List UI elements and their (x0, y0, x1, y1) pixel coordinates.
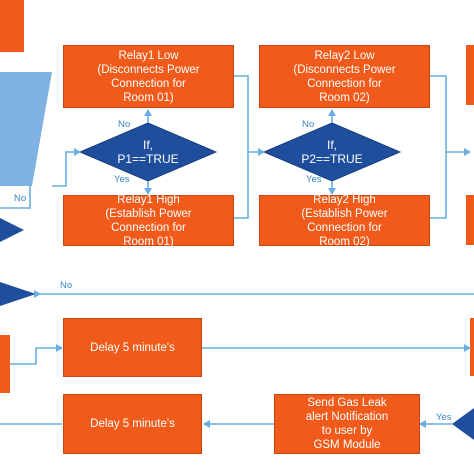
decision-p1-line-2: P1==TRUE (117, 152, 179, 166)
relay1-high-line-1: Relay1 High (117, 193, 180, 206)
p1-yes-label: Yes (114, 174, 130, 185)
relay2-low-line-4: Room 02) (319, 91, 370, 104)
relay2-high-line-3: Connection for (307, 221, 382, 234)
relay1-low-line-4: Room 01) (123, 91, 174, 104)
relay2-low-line-2: (Disconnects Power (293, 63, 396, 76)
right-process-partial (466, 45, 474, 105)
gsm-alert-box: Send Gas Leak alert Notification to user… (274, 394, 420, 454)
relay2-high-box: Relay2 High (Establish Power Connection … (259, 193, 430, 248)
left-decision-partial-2 (0, 282, 36, 306)
relay2-low-line-3: Connection for (307, 77, 382, 90)
gsm-alert-line-1: Send Gas Leak (307, 397, 387, 409)
relay1-high-line-2: (Establish Power (105, 207, 192, 220)
relay1-low-line-1: Relay1 Low (118, 49, 179, 62)
p2-no-label: No (302, 119, 315, 130)
relay1-high-box: Relay1 High (Establish Power Connection … (63, 193, 234, 248)
gsm-alert-line-4: GSM Module (313, 439, 381, 451)
relay1-high-line-4: Room 01) (123, 235, 174, 248)
relay2-high-line-2: (Establish Power (301, 207, 388, 220)
gsm-alert-line-2: alert Notification (305, 411, 389, 423)
decision-p2-line-2: P2==TRUE (301, 152, 363, 166)
decision-p2-text: If, P2==TRUE (272, 138, 392, 166)
delay-bottom-label: Delay 5 minute's (90, 418, 175, 430)
right-process-partial-bottom (470, 318, 474, 376)
input-parallelogram-partial (0, 72, 52, 186)
relay1-high-line-3: Connection for (111, 221, 186, 234)
relay2-low-line-1: Relay2 Low (314, 49, 375, 62)
relay2-low-box: Relay2 Low (Disconnects Power Connection… (259, 45, 430, 108)
right-process-partial-lower (466, 195, 474, 245)
gsm-alert-line-3: to user by (321, 425, 373, 437)
mid-no-label: No (60, 280, 73, 291)
delay-bottom-box: Delay 5 minute's (63, 394, 202, 454)
relay2-high-line-4: Room 02) (319, 235, 370, 248)
top-left-process-partial (0, 0, 24, 52)
right-yes-label: Yes (436, 412, 452, 423)
left-no-label: No (14, 193, 27, 204)
relay2-high-line-1: Relay2 High (313, 193, 376, 206)
left-process-partial (0, 335, 10, 393)
delay-top-label: Delay 5 minute's (90, 341, 175, 354)
p1-no-label: No (118, 119, 131, 130)
relay1-low-box: Relay1 Low (Disconnects Power Connection… (63, 45, 234, 108)
right-decision-partial (452, 408, 474, 440)
decision-p1-line-1: If, (142, 138, 153, 152)
p2-yes-label: Yes (306, 174, 322, 185)
relay1-low-line-3: Connection for (111, 77, 186, 90)
relay1-low-line-2: (Disconnects Power (97, 63, 200, 76)
left-decision-partial (0, 218, 24, 242)
delay-top-box: Delay 5 minute's (63, 318, 202, 377)
decision-p1-text: If, P1==TRUE (88, 138, 208, 166)
decision-p2-line-1: If, (326, 138, 337, 152)
